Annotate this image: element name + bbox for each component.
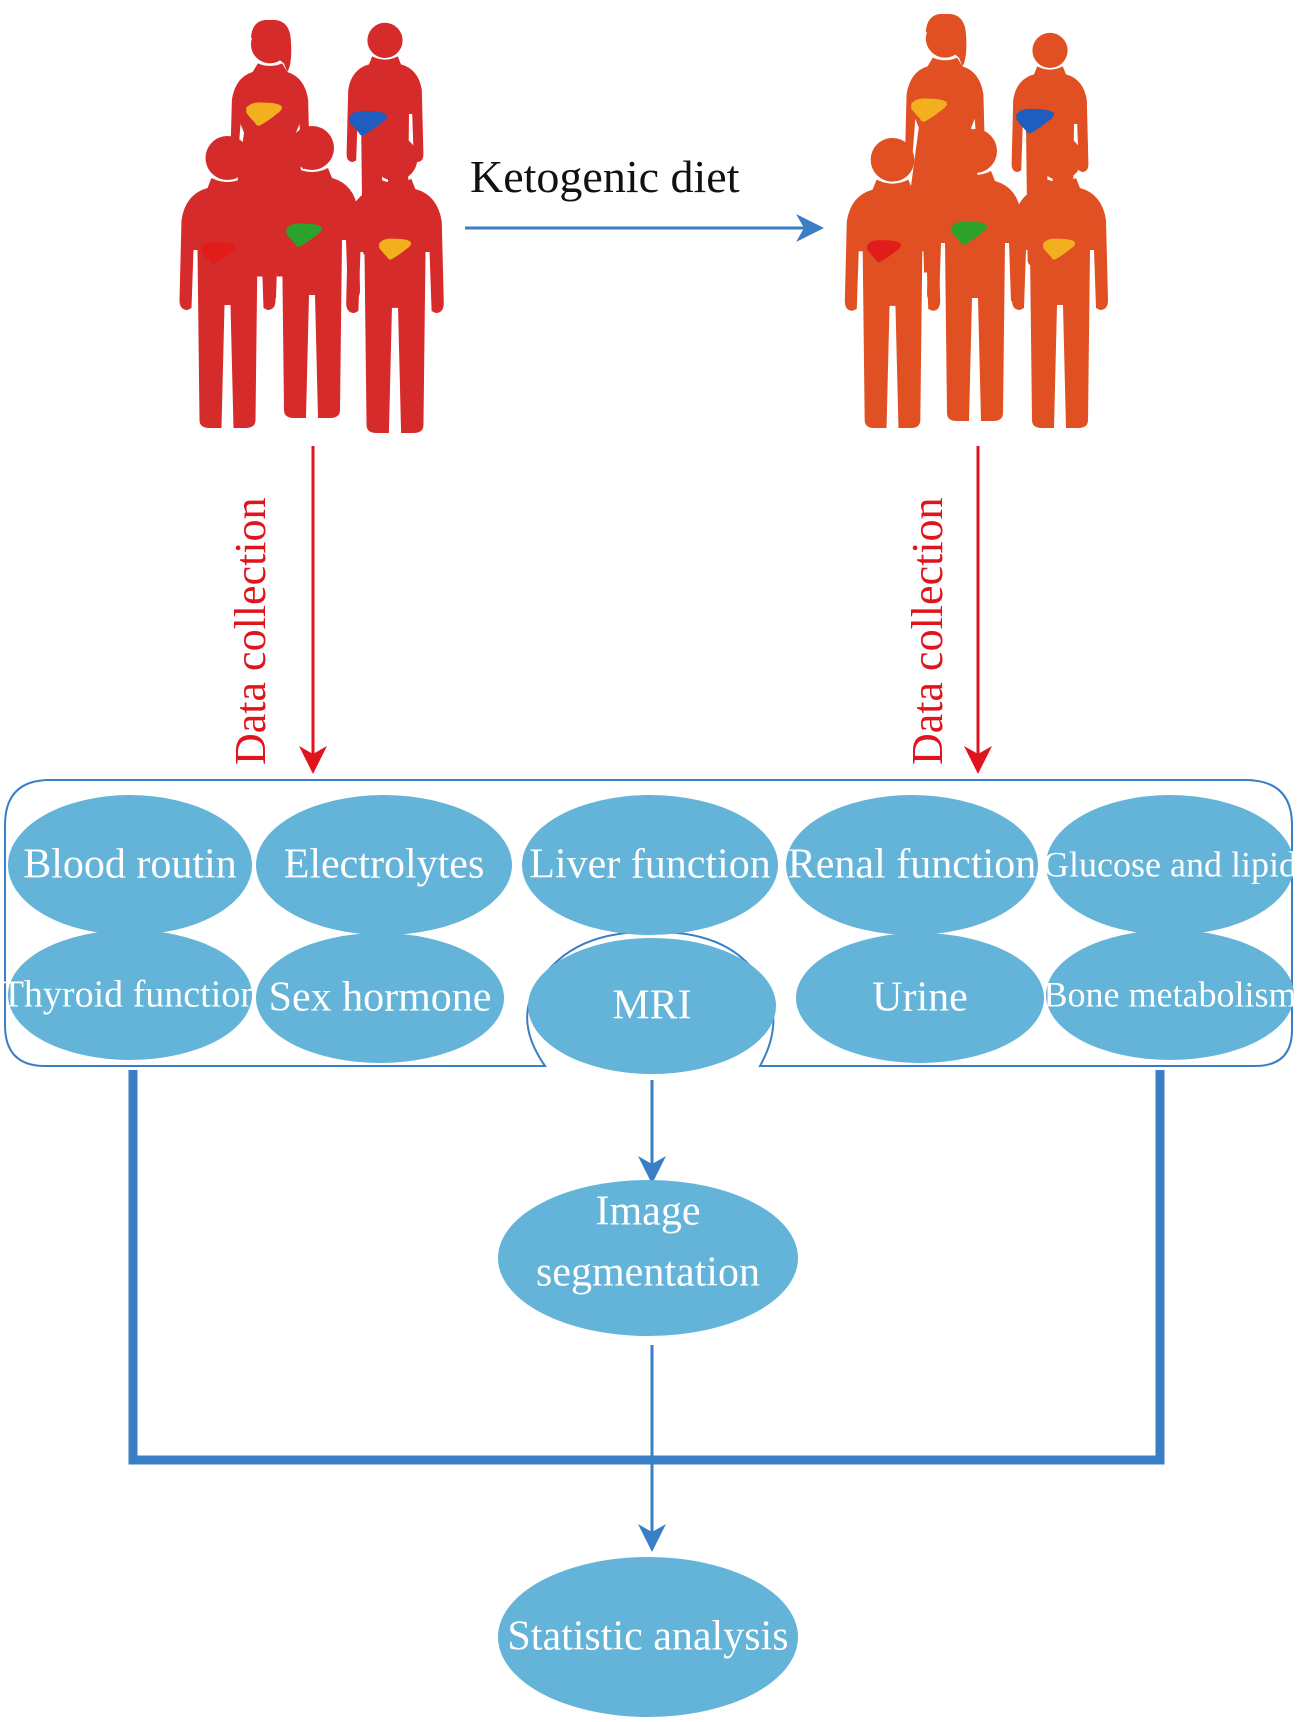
person-silhouette-icon <box>1012 136 1108 428</box>
test-label-mri: MRI <box>612 983 691 1029</box>
data-collection-label-left: Data collection <box>226 497 275 765</box>
test-item: Electrolytes <box>256 795 512 935</box>
ketogenic-diet-label: Ketogenic diet <box>470 151 740 202</box>
statistic-analysis-label: Statistic analysis <box>507 1614 788 1660</box>
data-collection-label-right: Data collection <box>903 497 952 765</box>
test-item: Bone metabolism <box>1044 930 1297 1060</box>
test-label-liver-function: Liver function <box>529 842 770 888</box>
statistic-analysis-node: Statistic analysis <box>498 1557 798 1717</box>
test-label-electrolytes: Electrolytes <box>284 842 485 888</box>
image-segmentation-node: Image segmentation <box>498 1180 798 1336</box>
image-segmentation-label-line1: Image <box>596 1189 701 1235</box>
test-item: Sex hormone <box>256 933 504 1063</box>
test-item: Renal function <box>786 795 1038 935</box>
test-item: Liver function <box>522 795 778 935</box>
test-label-renal-function: Renal function <box>788 842 1036 888</box>
test-label-blood-routin: Blood routin <box>23 842 237 888</box>
test-item: Blood routin <box>8 795 252 935</box>
image-segmentation-label-line2: segmentation <box>536 1250 760 1296</box>
test-label-bone-metabolism: Bone metabolism <box>1044 974 1297 1014</box>
group-after-diet <box>844 14 1108 429</box>
test-label-urine: Urine <box>872 975 968 1021</box>
group-before-diet <box>179 20 444 433</box>
person-silhouette-icon <box>346 136 444 433</box>
test-label-sex-hormone: Sex hormone <box>269 975 492 1021</box>
test-label-thyroid-function: Thyroid function <box>1 974 260 1016</box>
test-item: Glucose and lipid <box>1043 795 1297 935</box>
test-label-glucose-and-lipid: Glucose and lipid <box>1043 844 1297 884</box>
test-item: Thyroid function <box>1 930 260 1060</box>
test-item: Urine <box>796 933 1044 1063</box>
test-item-mri: MRI <box>528 938 776 1074</box>
tests-bracket-connector <box>128 1070 1165 1465</box>
